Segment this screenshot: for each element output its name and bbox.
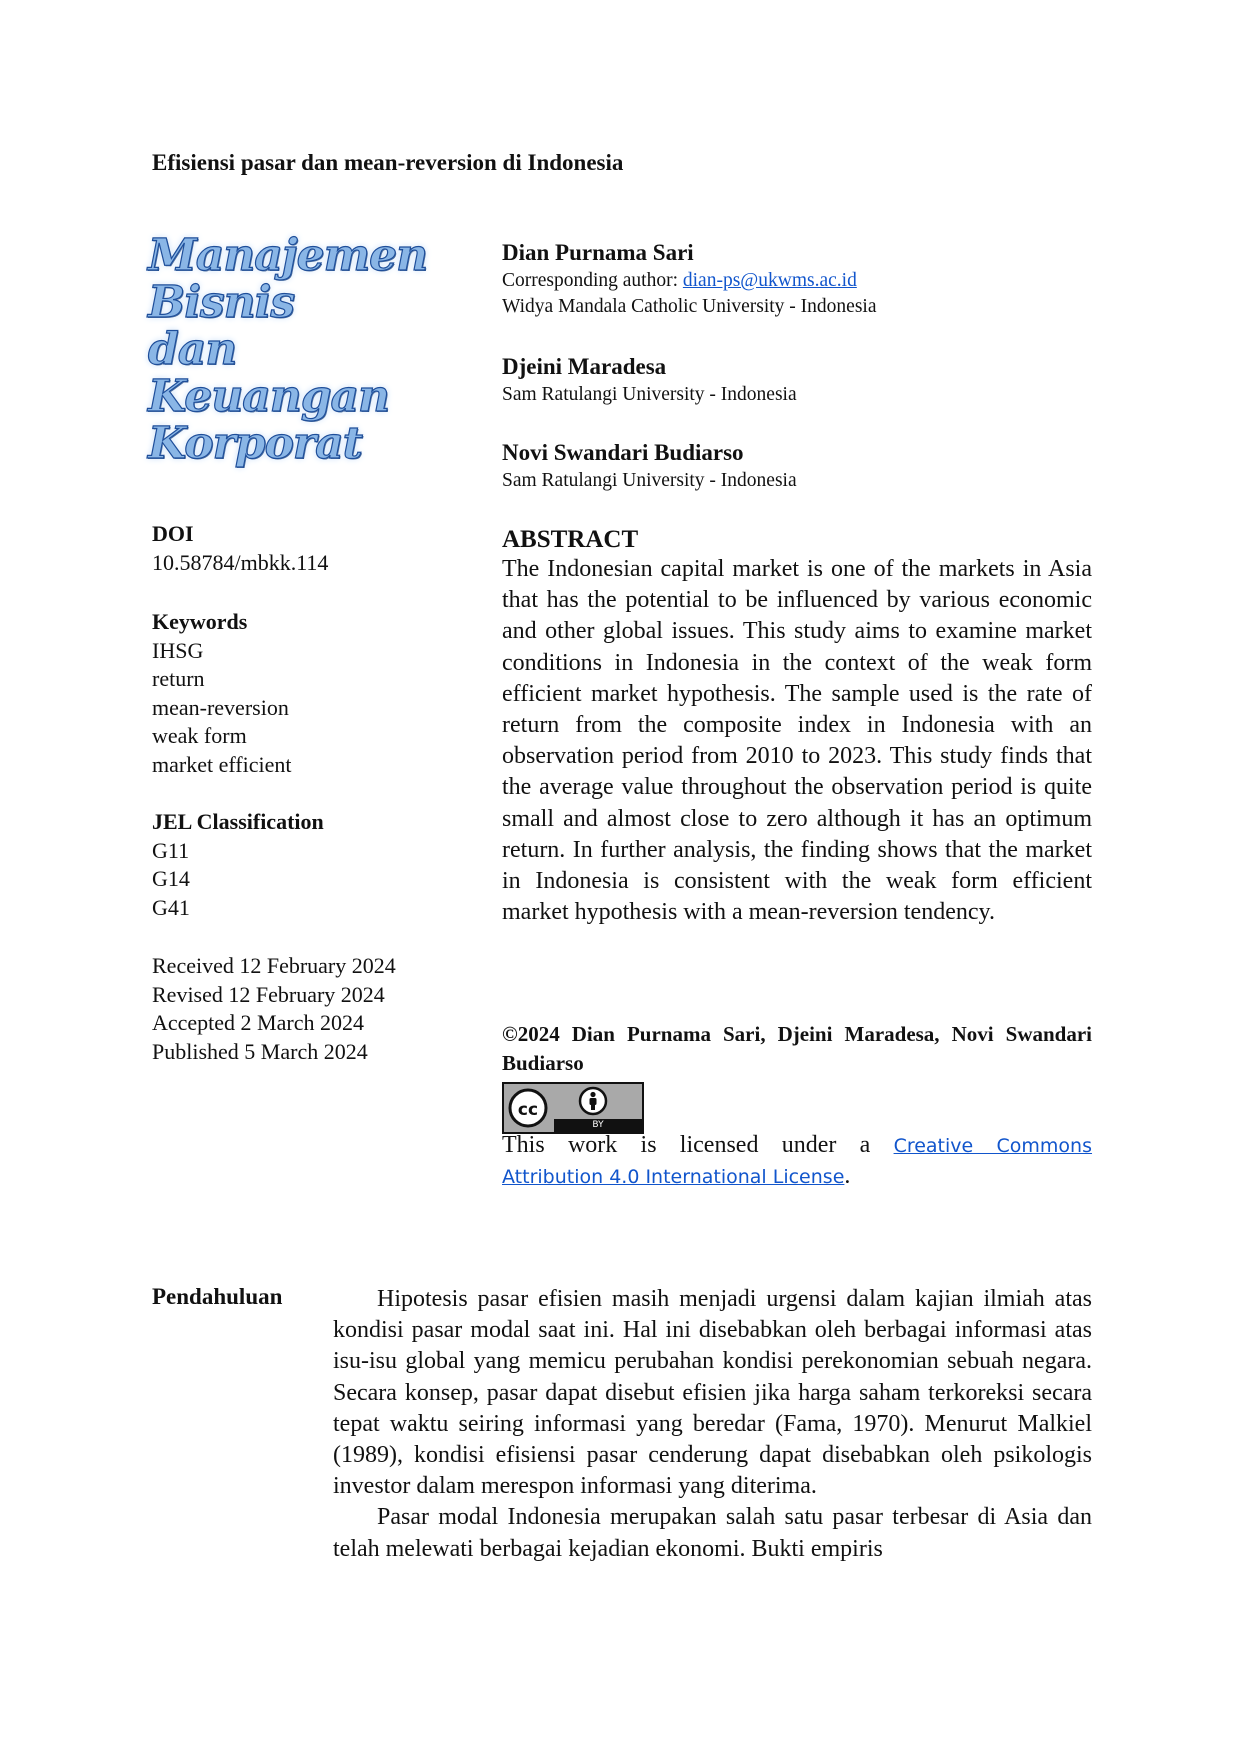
keyword-item: IHSG	[152, 637, 204, 663]
keyword-item: weak form	[152, 723, 247, 748]
keyword-item: mean-reversion	[152, 694, 289, 720]
body-paragraph: Pasar modal Indonesia merupakan salah sa…	[333, 1504, 1092, 1562]
doi-value: 10.58784/mbkk.114	[152, 549, 329, 575]
abstract-heading: ABSTRACT	[502, 526, 639, 553]
section-body: Hipotesis pasar efisien masih menjadi ur…	[333, 1284, 1092, 1565]
author-2: Djeini Maradesa Sam Ratulangi University…	[502, 352, 1092, 408]
author-affiliation: Sam Ratulangi University - Indonesia	[502, 384, 797, 405]
date-accepted: Accepted 2 March 2024	[152, 1010, 364, 1035]
date-published: Published 5 March 2024	[152, 1038, 368, 1064]
jel-item: G41	[152, 894, 190, 920]
keyword-item: return	[152, 666, 205, 691]
journal-logo: Manajemen Bisnis dan Keuangan Korporat	[147, 230, 428, 469]
author-name: Dian Purnama Sari	[502, 240, 694, 265]
author-1: Dian Purnama Sari Corresponding author: …	[502, 238, 1092, 320]
keywords-block: Keywords IHSG return mean-reversion weak…	[152, 608, 452, 779]
license-suffix: .	[844, 1163, 851, 1189]
logo-word: dan	[147, 324, 237, 375]
body-paragraph: Hipotesis pasar efisien masih menjadi ur…	[333, 1286, 1092, 1500]
license-line-1: This work is licensed under a Creative C…	[502, 1130, 1092, 1162]
license-link[interactable]: Creative Commons	[893, 1135, 1093, 1157]
creative-commons-icon: cc	[508, 1088, 548, 1128]
corresponding-label: Corresponding author:	[502, 270, 683, 291]
author-name: Novi Swandari Budiarso	[502, 440, 744, 465]
jel-block: JEL Classification G11 G14 G41	[152, 808, 452, 922]
logo-word: Manajemen	[147, 230, 428, 281]
svg-text:cc: cc	[518, 1100, 538, 1120]
cc-by-badge[interactable]: cc BY	[502, 1082, 644, 1134]
section-heading: Pendahuluan	[152, 1284, 283, 1309]
logo-word: Keuangan	[147, 371, 390, 422]
cc-by-label: BY	[554, 1119, 642, 1132]
author-email-link[interactable]: dian-ps@ukwms.ac.id	[682, 270, 857, 291]
date-revised: Revised 12 February 2024	[152, 981, 385, 1007]
author-affiliation: Widya Mandala Catholic University - Indo…	[502, 296, 877, 317]
abstract-text: The Indonesian capital market is one of …	[502, 556, 1092, 926]
logo-word: Korporat	[147, 418, 363, 469]
corresponding-author: Corresponding author: dian-ps@ukwms.ac.i…	[502, 268, 1092, 294]
date-received: Received 12 February 2024	[152, 953, 396, 978]
license-prefix: This work is licensed under a	[502, 1132, 894, 1158]
author-name: Djeini Maradesa	[502, 354, 667, 379]
dates-block: Received 12 February 2024 Revised 12 Feb…	[152, 952, 452, 1066]
keywords-label: Keywords	[152, 609, 248, 634]
keyword-item: market efficient	[152, 751, 292, 777]
author-affiliation: Sam Ratulangi University - Indonesia	[502, 470, 797, 491]
running-title: Efisiensi pasar dan mean-reversion di In…	[152, 150, 624, 175]
license-link[interactable]: Attribution 4.0 International License	[502, 1166, 845, 1188]
jel-item: G14	[152, 866, 190, 891]
logo-word: Bisnis	[147, 277, 295, 328]
copyright-notice: ©2024 Dian Purnama Sari, Djeini Maradesa…	[502, 1022, 1092, 1075]
license-line-2: Attribution 4.0 International License.	[502, 1161, 850, 1193]
attribution-person-icon	[578, 1086, 608, 1116]
jel-item: G11	[152, 837, 190, 863]
doi-block: DOI 10.58784/mbkk.114	[152, 520, 452, 577]
doi-label: DOI	[152, 521, 194, 546]
author-3: Novi Swandari Budiarso Sam Ratulangi Uni…	[502, 438, 1092, 494]
jel-label: JEL Classification	[152, 809, 324, 834]
